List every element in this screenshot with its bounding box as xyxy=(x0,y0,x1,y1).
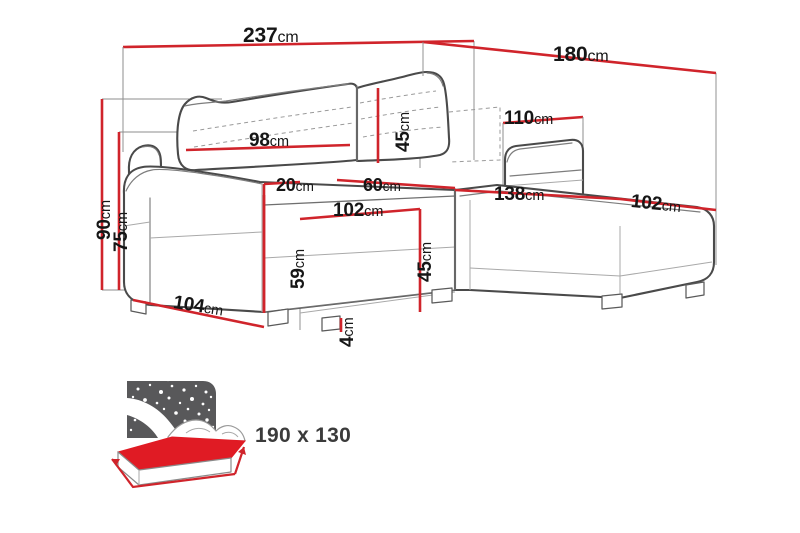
sofa-illustration xyxy=(122,70,716,332)
dimline-102-seat xyxy=(299,207,421,221)
label-bed-size: 190 x 130 xyxy=(255,424,352,447)
back-cushion-left xyxy=(176,82,359,172)
dimline-180 xyxy=(422,40,717,75)
label-backrest-cushion-height: 45cm xyxy=(393,112,414,152)
sleeping-bed-icon xyxy=(111,377,247,489)
label-overall-depth: 180cm xyxy=(553,43,609,66)
bed-arrow-length xyxy=(111,458,236,489)
label-chaise-seat-length: 138cm xyxy=(494,184,545,205)
label-armrest-width: 20cm xyxy=(276,175,314,195)
chaise-backrest xyxy=(503,138,585,204)
dimline-110 xyxy=(502,115,584,125)
label-seat-height: 45cm xyxy=(415,242,436,282)
moon-swoosh xyxy=(127,398,180,438)
leg-chaise-front xyxy=(601,293,623,310)
label-leg-height: 4cm xyxy=(337,317,358,347)
dimline-138 xyxy=(454,188,621,201)
label-chaise-back-width: 110cm xyxy=(504,108,554,129)
dimline-98 xyxy=(185,143,351,152)
leg-chaise-left xyxy=(431,287,453,304)
label-seat-depth: 102cm xyxy=(333,200,384,221)
dimline-237 xyxy=(122,39,475,49)
label-overall-width: 237cm xyxy=(243,24,299,47)
dimline-102-chaise xyxy=(619,197,717,212)
label-seat-gap: 60cm xyxy=(363,175,401,195)
dimline-60 xyxy=(336,178,456,190)
dimline-104 xyxy=(132,298,265,329)
bed-arrowhead-right xyxy=(238,447,246,455)
label-backrest-cushion-width: 98cm xyxy=(249,130,289,151)
label-armrest-height: 59cm xyxy=(288,249,309,289)
back-cushion-right xyxy=(355,70,451,163)
bed-arrowhead-left xyxy=(112,459,120,466)
leg-chaise-right xyxy=(685,281,705,299)
leg-front-center xyxy=(267,308,289,327)
dimension-lines xyxy=(100,39,717,332)
dimline-20 xyxy=(263,180,301,186)
label-chaise-seat-depth: 102cm xyxy=(629,191,682,217)
label-back-height: 75cm xyxy=(111,212,132,252)
